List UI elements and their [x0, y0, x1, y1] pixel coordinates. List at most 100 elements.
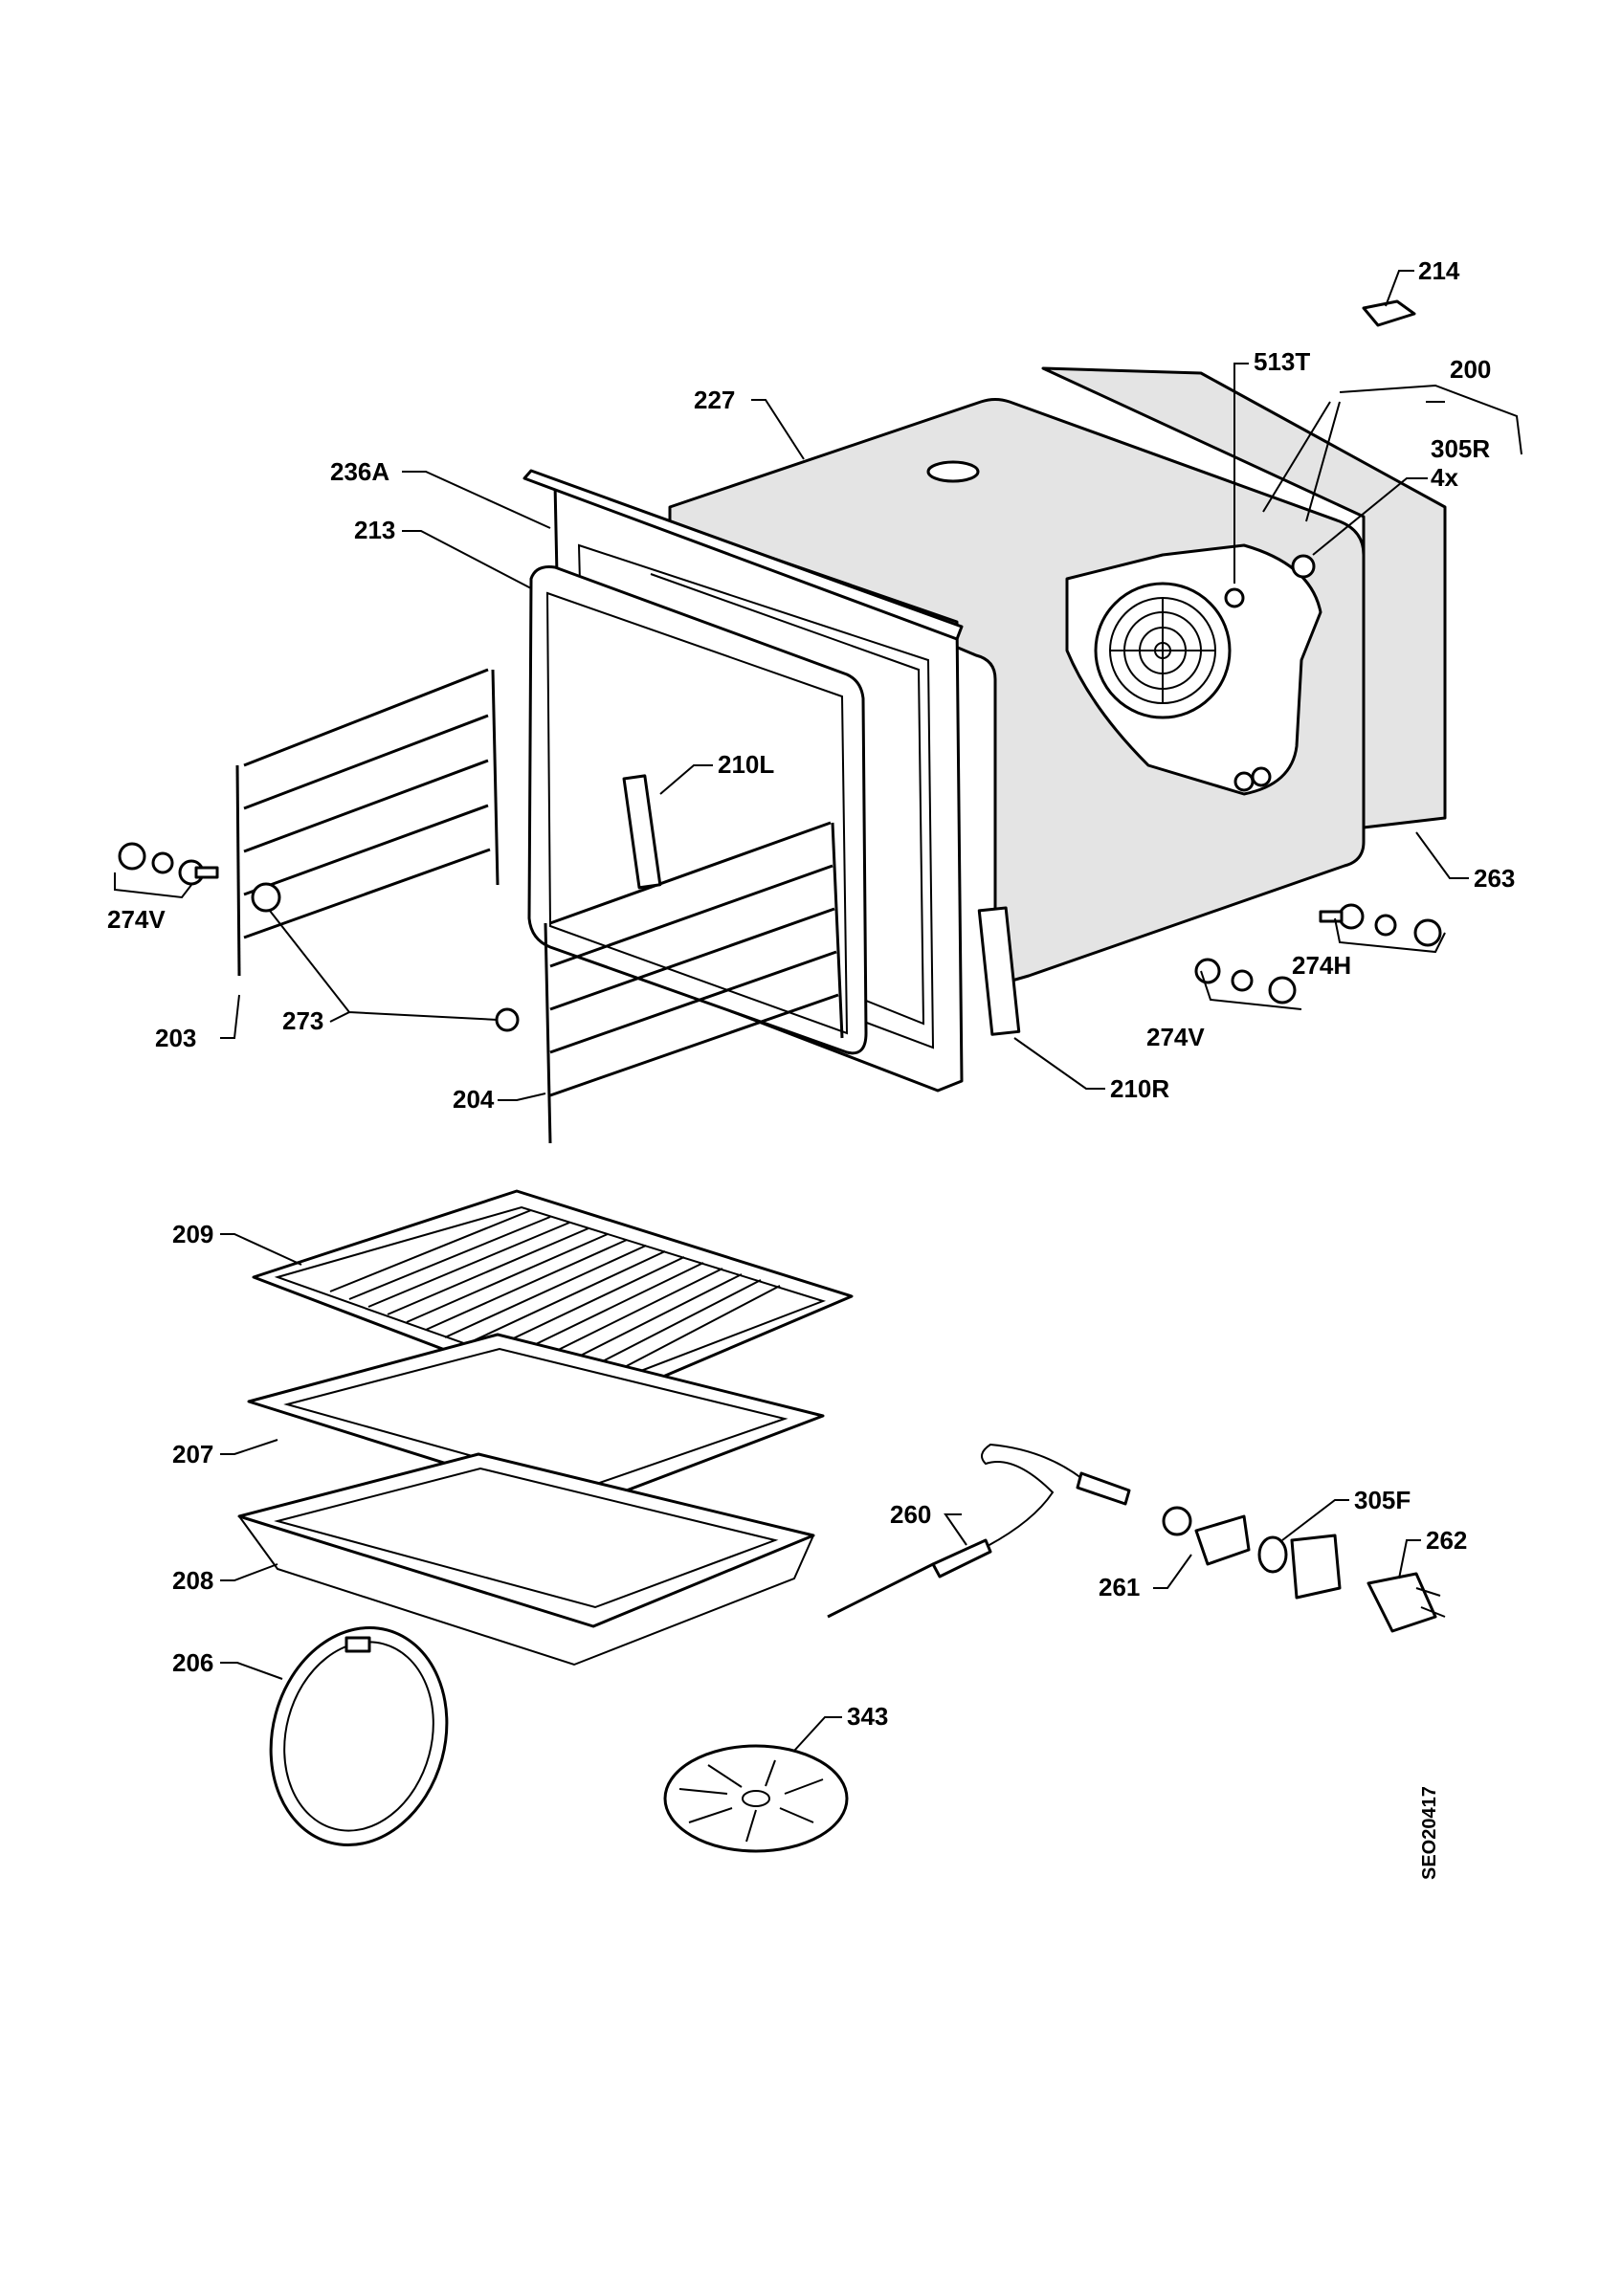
- leader-210R: [1013, 1037, 1105, 1090]
- disc-343: [663, 1744, 849, 1853]
- lamp-holder-214: [1362, 299, 1416, 327]
- runner-right-post-back: [831, 822, 844, 1039]
- part-labels: 214 200 513T 305R 4x 227 236A 213 210L 2…: [107, 256, 1515, 1880]
- label-4x: 4x: [1431, 463, 1458, 492]
- runner-left-post-back: [491, 669, 500, 886]
- runner-right-bar-4: [549, 950, 837, 1054]
- leader-207: [220, 1439, 278, 1455]
- screw-305R-d: [1251, 766, 1272, 787]
- runner-right-post-front: [544, 922, 552, 1144]
- cavity-shell: [668, 398, 1366, 987]
- leader-260: [944, 1513, 967, 1546]
- deep-tray-208: [237, 1452, 815, 1667]
- meat-probe-260: [827, 1443, 1131, 1619]
- side-runner-left-203: [235, 668, 500, 977]
- cap-273-a: [251, 882, 281, 913]
- label-262: 262: [1426, 1526, 1467, 1555]
- insulation-plate: [1290, 1534, 1342, 1600]
- fixing-274V-left-shaft: [194, 866, 219, 879]
- runner-right-bar-3: [549, 907, 835, 1011]
- leader-204: [498, 1093, 546, 1101]
- runner-left-bar-4: [243, 804, 489, 896]
- leader-305R: [1312, 477, 1428, 556]
- label-206: 206: [172, 1648, 213, 1677]
- label-263: 263: [1474, 864, 1515, 893]
- grease-filter-rim: [269, 1626, 449, 1846]
- grease-filter-tab: [344, 1636, 371, 1653]
- label-260: 260: [890, 1500, 931, 1529]
- probe-socket-262-body: [1366, 1572, 1437, 1633]
- leader-274V-left: [114, 872, 192, 899]
- meat-probe-plug: [1076, 1471, 1131, 1506]
- leader-203: [220, 994, 240, 1039]
- runner-right-bar-5: [549, 993, 839, 1097]
- screw-305R-a: [1224, 587, 1245, 608]
- fixing-274V-left-nut: [118, 842, 146, 871]
- runner-left-bar-1: [243, 668, 489, 767]
- screw-305R-c: [1233, 771, 1255, 792]
- leader-273: [269, 910, 499, 1023]
- screw-305R-b: [1291, 554, 1316, 579]
- cap-273-b: [495, 1007, 520, 1032]
- probe-socket-261: [1162, 1506, 1251, 1566]
- label-261: 261: [1099, 1573, 1140, 1601]
- disc-343-rim: [663, 1744, 849, 1853]
- probe-socket-262: [1366, 1572, 1446, 1633]
- leader-236A: [402, 471, 551, 529]
- leader-513T: [1233, 363, 1249, 584]
- door-seal-inner: [545, 591, 849, 1035]
- label-274V-left: 274V: [107, 905, 166, 934]
- label-203: 203: [155, 1024, 196, 1052]
- disc-343-slots: [678, 1759, 824, 1843]
- probe-socket-bracket: [1194, 1514, 1251, 1566]
- deep-tray-208-inner: [274, 1467, 779, 1609]
- leader-261: [1153, 1554, 1192, 1589]
- label-210L: 210L: [718, 750, 774, 779]
- label-273: 273: [282, 1006, 323, 1035]
- runner-left-bar-5: [243, 848, 491, 939]
- cavity-top-hole: [926, 460, 980, 483]
- leader-206: [220, 1662, 283, 1680]
- screw-305F: [1257, 1535, 1288, 1574]
- bracket-210L: [622, 774, 662, 890]
- leader-262: [1398, 1539, 1421, 1579]
- drawing-code: SEO20417: [1419, 1786, 1440, 1880]
- fixing-274V-right-bolt: [1194, 958, 1221, 984]
- fixing-274H-washer: [1374, 914, 1397, 937]
- meat-probe-cable: [981, 1443, 1082, 1547]
- top-rail-236A: [522, 469, 964, 641]
- runner-left-bar-2: [243, 714, 489, 810]
- disc-343-center: [742, 1790, 770, 1807]
- leader-274H: [1334, 917, 1446, 954]
- label-208: 208: [172, 1566, 213, 1595]
- grease-filter-mesh: [283, 1641, 434, 1832]
- leader-213: [402, 530, 532, 589]
- leader-200: [1262, 384, 1522, 522]
- label-513T: 513T: [1254, 347, 1310, 376]
- leader-274V-right: [1200, 970, 1302, 1010]
- runner-right-bar-2: [549, 864, 833, 968]
- door-seal-213: [527, 565, 868, 1055]
- fixing-274H-nut: [1413, 918, 1442, 947]
- wire-shelf-bars: [329, 1209, 781, 1392]
- label-305F: 305F: [1354, 1486, 1411, 1514]
- meat-probe-needle: [827, 1562, 934, 1619]
- fixing-274H-shaft: [1319, 910, 1344, 923]
- fixing-274H: [1319, 903, 1442, 947]
- label-305R: 305R: [1431, 434, 1490, 463]
- insulation-panel-263: [1041, 366, 1447, 829]
- label-213: 213: [354, 516, 395, 544]
- leader-210L: [659, 764, 713, 795]
- fixing-274V-right-nut: [1268, 976, 1297, 1004]
- label-210R: 210R: [1110, 1074, 1169, 1103]
- leader-263: [1415, 831, 1469, 879]
- label-204: 204: [453, 1085, 495, 1114]
- label-274H: 274H: [1292, 951, 1351, 980]
- leader-305F: [1281, 1499, 1349, 1541]
- runner-left-bar-3: [243, 759, 489, 853]
- label-209: 209: [172, 1220, 213, 1248]
- leader-227: [751, 399, 805, 460]
- probe-socket-nut: [1162, 1506, 1192, 1536]
- leader-343: [793, 1716, 842, 1752]
